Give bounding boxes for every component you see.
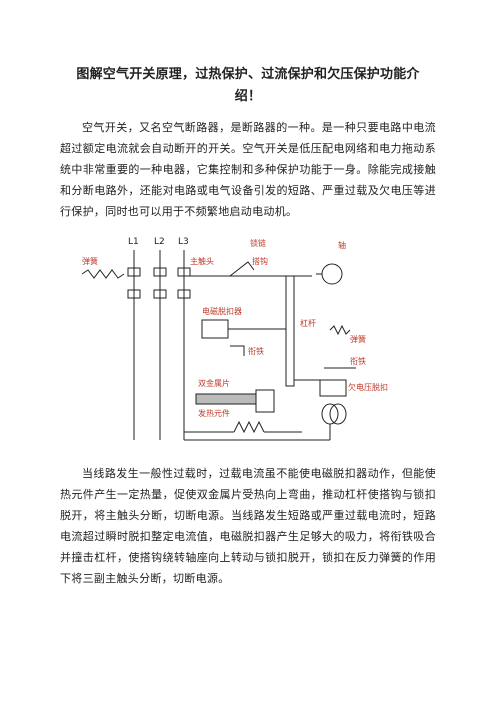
phase-l3-label: L3 bbox=[178, 237, 189, 247]
lock-label: 锁链 bbox=[250, 238, 266, 248]
spring-right-label: 弹簧 bbox=[350, 334, 366, 344]
armature-left-label: 衔铁 bbox=[248, 346, 264, 356]
armature-right-label: 衔铁 bbox=[350, 356, 366, 366]
hook-label: 搭钩 bbox=[252, 256, 268, 266]
bimetal-label: 双金属片 bbox=[198, 378, 230, 388]
main-contact-label: 主触头 bbox=[190, 256, 214, 266]
em-release-label: 电磁脱扣器 bbox=[202, 306, 242, 316]
intro-paragraph: 空气开关，又名空气断路器，是断路器的一种。是一种只要电路中电流超过额定电流就会自… bbox=[60, 121, 436, 218]
shaft-label: 轴 bbox=[338, 240, 346, 250]
heater-label: 发热元件 bbox=[198, 408, 230, 418]
circuit-breaker-diagram: L1 L2 L3 弹簧 主触头 锁链 搭钩 轴 电磁脱扣器 衔铁 杠杆 弹簧 衔… bbox=[81, 237, 388, 441]
uv-release-label: 欠电压脱扣器 bbox=[348, 382, 388, 392]
explanation-paragraph: 当线路发生一般性过载时，过载电流虽不能使电磁脱扣器动作，但能使热元件产生一定热量… bbox=[60, 467, 436, 585]
page-title: 图解空气开关原理，过热保护、过流保护和欠压保护功能介绍！ bbox=[76, 67, 420, 104]
lever-label: 杠杆 bbox=[300, 318, 316, 328]
phase-l2-label: L2 bbox=[154, 237, 165, 247]
phase-l1-label: L1 bbox=[128, 237, 139, 247]
spring-left-label: 弹簧 bbox=[82, 256, 98, 266]
